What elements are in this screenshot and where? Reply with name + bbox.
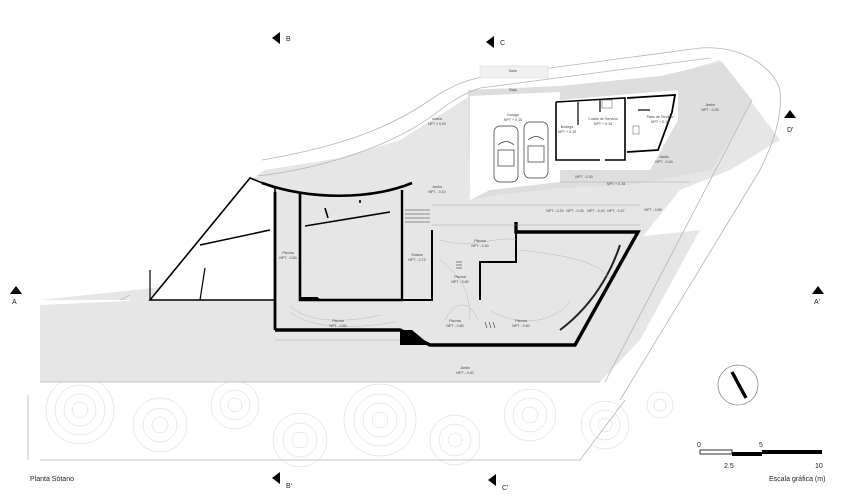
label-npt-1: NPT - 0.20	[546, 209, 563, 213]
label-sotano-level: NPT - 0.72	[408, 258, 425, 262]
section-a-left: A	[12, 299, 17, 306]
section-b-bottom: B'	[286, 483, 292, 490]
section-markers	[10, 32, 824, 486]
label-piscina-low-mid: Piscina	[449, 319, 461, 323]
label-jardin-right-level: NPT - 0.40	[655, 160, 672, 164]
label-sotano: Sótano	[411, 253, 422, 257]
label-jardin-mid-level: NPT - 0.10	[428, 190, 445, 194]
label-jardin-right: Jardín	[659, 155, 669, 159]
label-piscina-mid-level: NPT - 0.40	[471, 244, 488, 248]
scale-tick-0: 0	[697, 442, 701, 449]
label-jardin-bottom: Jardín	[460, 366, 470, 370]
label-cuarto-level: NPT + 0.15	[594, 122, 612, 126]
scale-tick-5: 5	[759, 442, 763, 449]
stairs	[405, 209, 496, 329]
fine-lines	[119, 181, 690, 341]
scale-tick-10: 10	[815, 463, 823, 470]
scale-caption: Escala gráfica (m)	[769, 476, 825, 483]
label-acera-level: NPT ± 0.00	[428, 122, 446, 126]
north-arrow	[717, 364, 759, 406]
garden-circles	[45, 375, 674, 468]
ramp-wedge	[400, 330, 430, 345]
label-sube: Sube	[509, 69, 517, 73]
label-piscina-center-level: NPT - 0.80	[451, 280, 468, 284]
section-c-top: C	[500, 40, 505, 47]
label-piscina-center: Piscina	[454, 275, 466, 279]
label-piscina-left: Piscina	[282, 251, 294, 255]
section-c-bottom: C'	[502, 485, 508, 492]
label-npt-6: NPT - 0.30	[575, 175, 592, 179]
label-piscina-low-right: Piscina	[515, 319, 527, 323]
street-strip	[479, 65, 549, 79]
label-bodega-level: NPT + 0.15	[558, 130, 576, 134]
label-garage: Garage	[507, 113, 519, 117]
scale-tick-2-5: 2.5	[724, 463, 734, 470]
label-jardin-bottom-level: NPT - 0.40	[456, 371, 473, 375]
left-wing	[148, 177, 276, 301]
label-piscina-low-right-level: NPT - 0.60	[512, 324, 529, 328]
label-jardin-top: Jardín	[705, 103, 715, 107]
label-piscina-low-left-level: NPT - 0.80	[329, 324, 346, 328]
label-npt-4: NPT - 0.47	[607, 209, 624, 213]
pool-contours	[289, 238, 611, 327]
label-patio: Patio de Tendido	[647, 115, 674, 119]
label-baja: Baja	[509, 88, 516, 92]
drawing-title: Planta Sótano	[30, 476, 74, 483]
label-npt-5: NPT - 0.55	[644, 208, 661, 212]
label-piscina-low-mid-level: NPT - 0.80	[446, 324, 463, 328]
label-patio-level: NPT + 0.15	[651, 120, 669, 124]
label-garage-level: NPT + 0.15	[504, 118, 522, 122]
scale-bar	[699, 449, 822, 456]
label-piscina-left-level: NPT - 0.80	[279, 256, 296, 260]
label-npt-3: NPT - 0.40	[587, 209, 604, 213]
road-lines	[27, 47, 781, 461]
label-piscina-mid: Piscina	[474, 239, 486, 243]
label-jardin-mid: Jardín	[432, 185, 442, 189]
label-acera: Acera	[432, 117, 441, 121]
label-jardin-top-level: NPT - 0.05	[701, 108, 718, 112]
label-piscina-low-left: Piscina	[332, 319, 344, 323]
section-a-right: A'	[814, 299, 820, 306]
label-npt-2: NPT - 0.35	[566, 209, 583, 213]
parked-cars	[493, 121, 549, 183]
label-npt-7: NPT + 0.15	[607, 182, 625, 186]
section-b-top: B	[286, 36, 291, 43]
section-d-right: D'	[787, 127, 793, 134]
room-labels: Acera NPT ± 0.00 Garage NPT + 0.15 Bodeg…	[279, 69, 718, 375]
label-bodega: Bodega	[561, 125, 573, 129]
label-cuarto: Cuarto de Servicio	[588, 117, 618, 121]
service-block	[470, 90, 678, 200]
